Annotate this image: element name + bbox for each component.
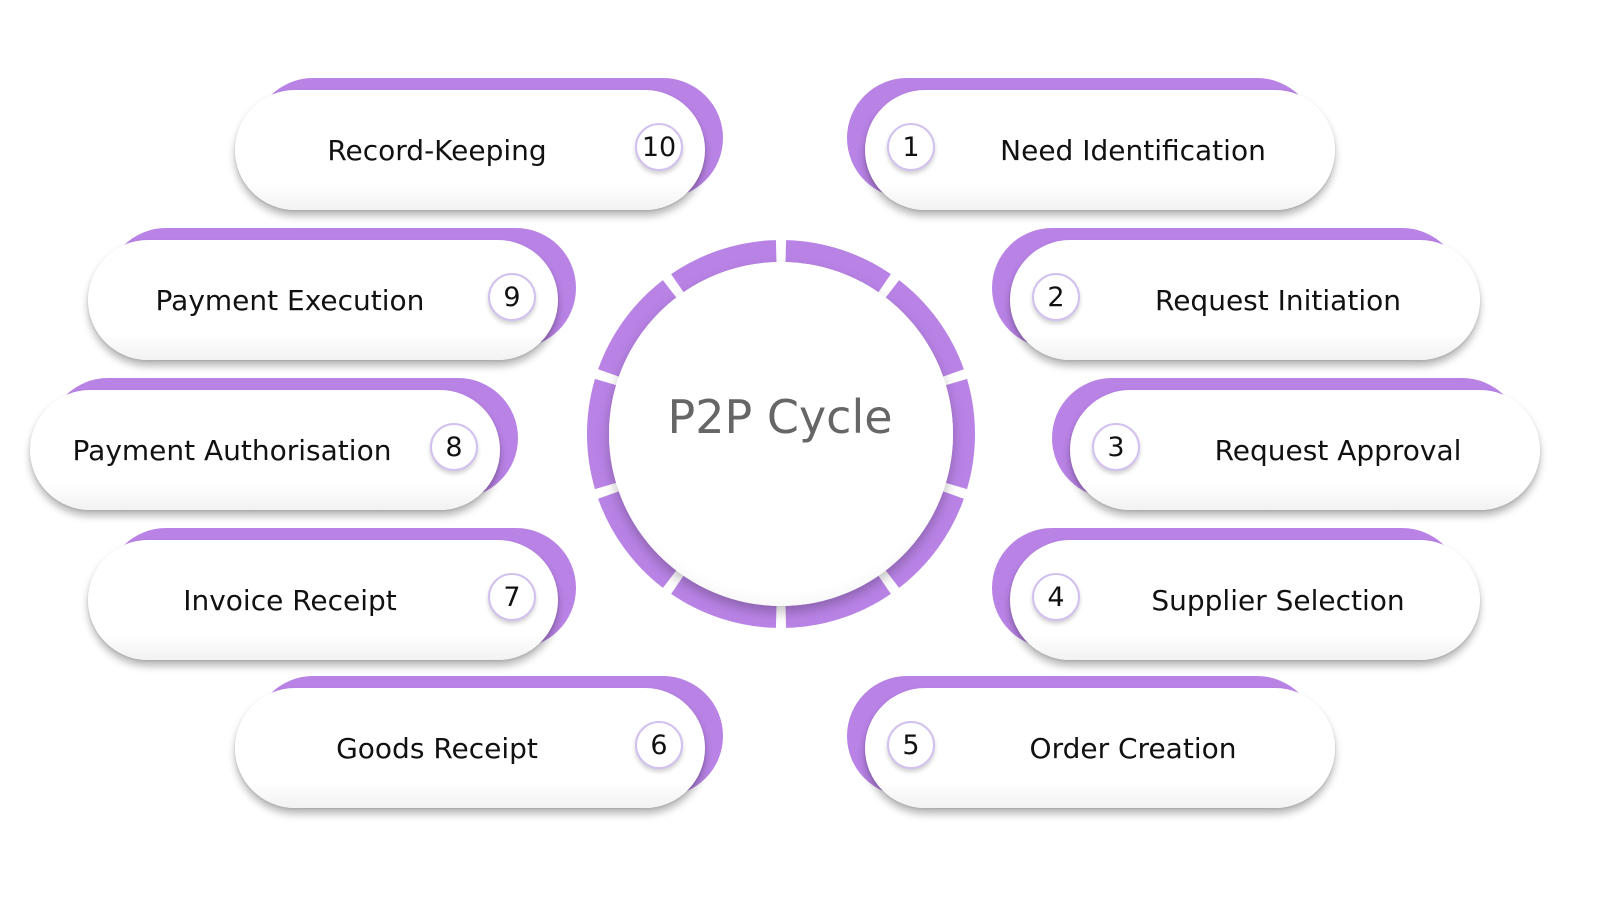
hub-title: P2P Cycle bbox=[667, 390, 893, 444]
step-number-badge: 5 bbox=[887, 721, 935, 769]
ring-segment-9 bbox=[598, 280, 677, 377]
step-number-badge: 8 bbox=[430, 423, 478, 471]
ring-segment-10 bbox=[671, 240, 777, 293]
ring-segment-7 bbox=[598, 491, 677, 588]
ring-segment-5 bbox=[785, 575, 891, 628]
step-number-badge: 10 bbox=[635, 123, 683, 171]
step-number-badge: 4 bbox=[1032, 573, 1080, 621]
pill-body bbox=[88, 240, 558, 360]
step-label: Payment Authorisation bbox=[72, 433, 392, 467]
hub-ring bbox=[587, 240, 975, 628]
pill-body bbox=[865, 688, 1335, 808]
step-number-badge: 3 bbox=[1092, 423, 1140, 471]
step-label: Record-Keeping bbox=[327, 133, 547, 167]
pill-body bbox=[865, 90, 1335, 210]
pill-body bbox=[1010, 240, 1480, 360]
step-invoice-receipt: 7 Invoice Receipt bbox=[88, 528, 576, 660]
pill-body bbox=[1070, 390, 1540, 510]
ring-segment-3 bbox=[945, 378, 975, 490]
step-number-badge: 2 bbox=[1032, 273, 1080, 321]
step-label: Request Approval bbox=[1214, 433, 1462, 467]
step-number-badge: 9 bbox=[488, 273, 536, 321]
step-request-initiation: 2 Request Initiation bbox=[992, 228, 1480, 360]
pill-body bbox=[235, 688, 705, 808]
pill-body bbox=[88, 540, 558, 660]
step-label: Invoice Receipt bbox=[183, 583, 397, 617]
pill-body bbox=[30, 390, 500, 510]
step-number-badge: 1 bbox=[887, 123, 935, 171]
ring-segment-6 bbox=[671, 575, 777, 628]
ring-segment-8 bbox=[587, 378, 617, 490]
step-request-approval: 3 Request Approval bbox=[1052, 378, 1540, 510]
step-order-creation: 5 Order Creation bbox=[847, 676, 1335, 808]
step-record-keeping: 10 Record-Keeping bbox=[235, 78, 723, 210]
step-label: Request Initiation bbox=[1155, 283, 1401, 317]
hub-circle bbox=[609, 262, 953, 606]
step-label: Supplier Selection bbox=[1151, 583, 1405, 617]
step-payment-authorisation: 8 Payment Authorisation bbox=[30, 378, 518, 510]
step-need-identification: 1 Need Identification bbox=[847, 78, 1335, 210]
ring-segment-2 bbox=[885, 280, 964, 377]
step-goods-receipt: 6 Goods Receipt bbox=[235, 676, 723, 808]
pill-body bbox=[235, 90, 705, 210]
step-label: Order Creation bbox=[1029, 731, 1237, 765]
step-number-badge: 7 bbox=[488, 573, 536, 621]
step-label: Need Identification bbox=[1000, 133, 1266, 167]
ring-segment-4 bbox=[885, 491, 964, 588]
ring-segment-1 bbox=[785, 240, 891, 293]
ring-segments bbox=[587, 240, 975, 628]
step-label: Payment Execution bbox=[155, 283, 425, 317]
pill-body bbox=[1010, 540, 1480, 660]
step-payment-execution: 9 Payment Execution bbox=[88, 228, 576, 360]
step-supplier-selection: 4 Supplier Selection bbox=[992, 528, 1480, 660]
step-number-badge: 6 bbox=[635, 721, 683, 769]
step-label: Goods Receipt bbox=[336, 731, 538, 765]
